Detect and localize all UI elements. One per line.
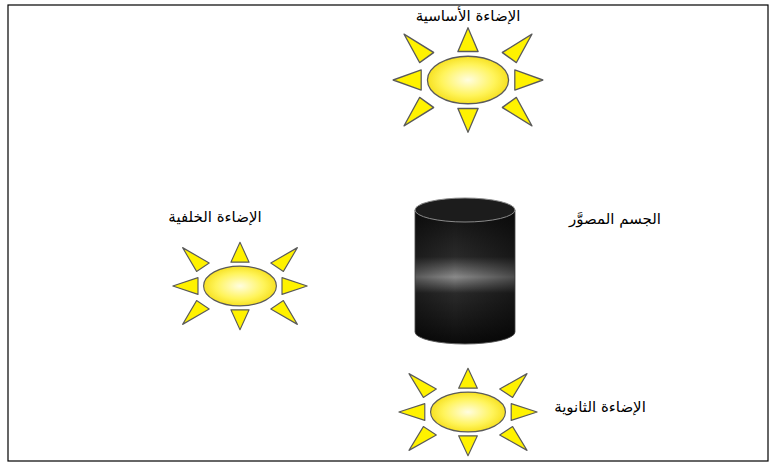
back-light-sun bbox=[173, 242, 307, 329]
object-label: الجسم المصوَّر bbox=[569, 210, 661, 230]
cylinder-object bbox=[415, 198, 515, 344]
fill-light-sun bbox=[399, 368, 537, 455]
key-light-label: الإضاءة الأساسية bbox=[416, 7, 521, 27]
key-light-sun bbox=[393, 28, 543, 133]
back-light-label: الإضاءة الخلفية bbox=[168, 208, 261, 228]
fill-light-label: الإضاءة الثانوية bbox=[554, 398, 646, 418]
